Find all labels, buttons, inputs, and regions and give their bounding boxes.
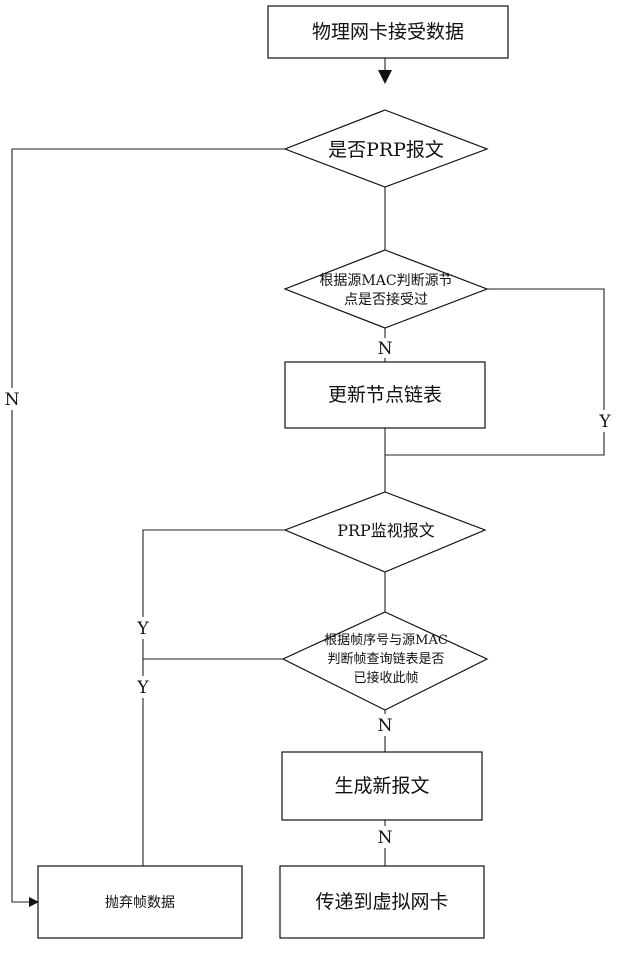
decision-source-check-line2: 点是否接受过 [344, 291, 428, 308]
node-receive: 物理网卡接受数据 [267, 5, 509, 59]
edge-label-y-lower-left: Y [136, 678, 149, 698]
node-generate-label: 生成新报文 [334, 775, 429, 797]
node-discard-label: 抛弃帧数据 [105, 895, 175, 911]
node-forward-label: 传递到虚拟网卡 [315, 891, 448, 913]
decision-source-check: 根据源MAC判断源节 点是否接受过 [283, 249, 489, 329]
edge-labels: N N Y Y Y N N [4, 338, 614, 848]
connectors [11, 58, 605, 907]
decision-is-prp: 是否PRP报文 [283, 109, 489, 188]
edge-label-y-right: Y [598, 412, 611, 432]
decision-frame-check-line3: 已接收此帧 [353, 670, 418, 686]
decision-frame-check-line2: 判断帧查询链表是否 [327, 652, 444, 667]
edge-label-n-source-check: N [378, 339, 393, 359]
decision-frame-check: 根据帧序号与源MAC 判断帧查询链表是否 已接收此帧 [281, 611, 489, 711]
edge-label-n-generate: N [378, 828, 393, 848]
connector-srccheck-yes [385, 288, 605, 456]
node-receive-label: 物理网卡接受数据 [312, 21, 464, 43]
node-generate: 生成新报文 [281, 751, 483, 821]
decision-is-prp-label: 是否PRP报文 [328, 139, 444, 161]
node-update-list: 更新节点链表 [284, 361, 486, 429]
edge-label-n-left: N [5, 390, 20, 410]
arrow-down-icon [378, 70, 392, 84]
connector-not-prp-to-discard [11, 148, 285, 907]
node-discard: 抛弃帧数据 [37, 865, 243, 939]
decision-source-check-line1: 根据源MAC判断源节 [319, 273, 452, 289]
edge-label-y-upper-left: Y [136, 619, 149, 639]
node-forward: 传递到虚拟网卡 [279, 865, 485, 939]
node-update-list-label: 更新节点链表 [328, 384, 442, 406]
decision-prp-supervision-label: PRP监视报文 [337, 521, 435, 540]
decision-frame-check-line1: 根据帧序号与源MAC [324, 633, 448, 648]
edge-label-n-frame-check: N [378, 716, 393, 736]
decision-prp-supervision: PRP监视报文 [283, 491, 487, 573]
connector-supervision-yes-to-discard [142, 529, 285, 866]
